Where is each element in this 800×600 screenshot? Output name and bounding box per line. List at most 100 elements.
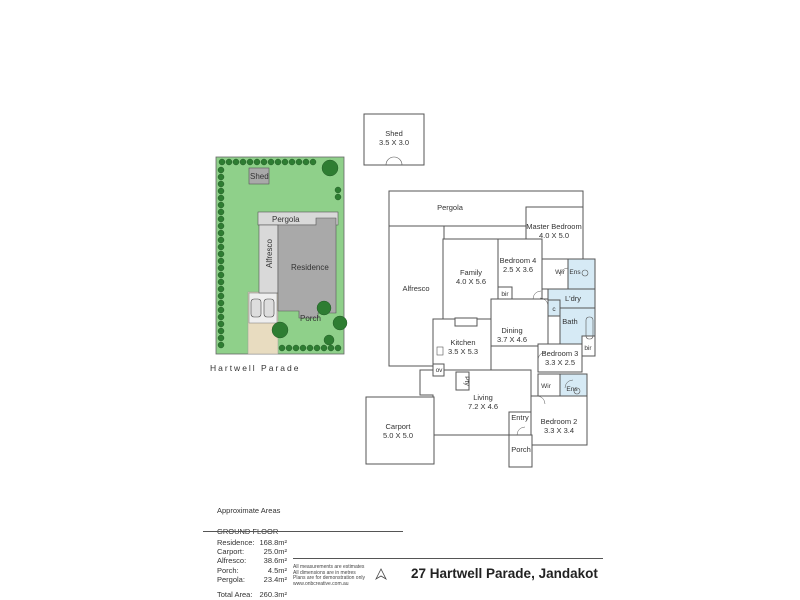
tree-icon <box>327 344 335 352</box>
c-label: c <box>552 306 556 313</box>
footer: All measurements are estimates All dimen… <box>293 558 603 586</box>
alfresco-label: Alfresco <box>402 284 429 293</box>
toilet-icon <box>573 387 581 395</box>
tree-icon <box>217 166 225 174</box>
tree-icon <box>285 344 293 352</box>
bathtub-icon <box>585 316 594 340</box>
tree-icon <box>217 215 225 223</box>
carport-outline <box>365 396 435 465</box>
tree-icon <box>217 194 225 202</box>
ens1-outline <box>567 258 596 290</box>
tree-icon <box>313 344 321 352</box>
divider <box>293 558 603 559</box>
room-labels: Shed 3.5 X 3.0 Pergola Master Bedroom 4.… <box>379 129 592 454</box>
area-row: Alfresco:38.6m² <box>217 556 287 566</box>
tree-icon <box>217 187 225 195</box>
family-outline <box>442 238 499 320</box>
carport-dims: 5.0 X 5.0 <box>383 431 413 440</box>
master-bedroom-dims: 4.0 X 5.0 <box>539 231 569 240</box>
tree-icon <box>217 306 225 314</box>
family-dims: 4.0 X 5.6 <box>456 277 486 286</box>
tree-icon <box>288 158 296 166</box>
tree-icon <box>217 320 225 328</box>
tree-icon <box>323 334 335 346</box>
bedroom2-label: Bedroom 2 <box>541 417 578 426</box>
bedroom4-dims: 2.5 X 3.6 <box>503 265 533 274</box>
area-row: Pergola:23.4m² <box>217 574 287 584</box>
carport-label: Carport <box>385 422 411 431</box>
tree-icon <box>217 236 225 244</box>
tree-icon <box>217 292 225 300</box>
ldry-label: L'dry <box>565 294 581 303</box>
shed-dims: 3.5 X 3.0 <box>379 138 409 147</box>
tree-icon <box>253 158 261 166</box>
tree-icon <box>295 158 303 166</box>
master-bedroom-label: Master Bedroom <box>526 222 581 231</box>
tree-icon <box>281 158 289 166</box>
site-porch-label: Porch <box>300 314 321 323</box>
living-label: Living <box>473 393 493 402</box>
tree-icon <box>232 158 240 166</box>
porch-outline <box>508 434 533 468</box>
tree-icon <box>225 158 233 166</box>
area-row: Porch:4.5m² <box>217 565 287 575</box>
site-shed-label: Shed <box>250 172 269 181</box>
site-trees <box>217 158 348 352</box>
site-pergola-label: Pergola <box>272 215 300 224</box>
pergola-label: Pergola <box>437 203 464 212</box>
entry-label: Entry <box>511 413 529 422</box>
toilet-icon <box>581 269 589 277</box>
bedroom3-label: Bedroom 3 <box>542 349 579 358</box>
tree-icon <box>217 208 225 216</box>
family-label: Family <box>460 268 482 277</box>
tree-icon <box>292 344 300 352</box>
door-arc <box>536 395 546 405</box>
bir2-label: bir <box>584 345 592 352</box>
ov-label: ov <box>436 367 444 374</box>
door-arc <box>532 290 542 300</box>
bedroom3-dims: 3.3 X 2.5 <box>545 358 575 367</box>
tree-icon <box>217 334 225 342</box>
car-icon <box>263 298 275 318</box>
ov-outline <box>432 363 445 377</box>
divider <box>203 531 403 532</box>
tree-icon <box>334 344 342 352</box>
tree-icon <box>246 158 254 166</box>
wir1-label: Wir <box>555 269 566 276</box>
tree-icon <box>218 158 226 166</box>
bir1-label: bir <box>501 291 509 298</box>
tree-icon <box>267 158 275 166</box>
tree-icon <box>217 201 225 209</box>
door-arc <box>559 267 569 277</box>
north-arrow-icon <box>375 568 387 581</box>
tree-icon <box>217 243 225 251</box>
tree-icon <box>217 341 225 349</box>
shed-door <box>385 156 403 166</box>
site-residence <box>277 217 337 319</box>
bedroom3-outline <box>537 343 583 373</box>
tree-icon <box>299 344 307 352</box>
area-row: Residence:168.8m² <box>217 538 287 547</box>
street-name: Hartwell Parade <box>210 363 301 373</box>
door-arc <box>537 351 547 361</box>
door-arc <box>516 426 526 436</box>
area-total-row: Total Area:260.3m² <box>217 590 287 600</box>
area-row: Carport:25.0m² <box>217 547 287 557</box>
dining-label: Dining <box>501 326 522 335</box>
tree-icon <box>334 186 342 194</box>
living-outline <box>419 369 532 436</box>
tree-icon <box>321 159 339 177</box>
tree-icon <box>217 271 225 279</box>
tree-icon <box>217 278 225 286</box>
porch-label: Porch <box>511 445 531 454</box>
tree-icon <box>217 250 225 258</box>
tree-icon <box>278 344 286 352</box>
site-plan: Shed Pergola Alfresco Residence Porch <box>215 156 348 355</box>
tree-icon <box>332 315 348 331</box>
car-icon <box>250 298 262 318</box>
site-residence-label: Residence <box>291 263 329 272</box>
wir1-outline <box>541 258 569 290</box>
tree-icon <box>239 158 247 166</box>
door-arc <box>564 379 574 389</box>
